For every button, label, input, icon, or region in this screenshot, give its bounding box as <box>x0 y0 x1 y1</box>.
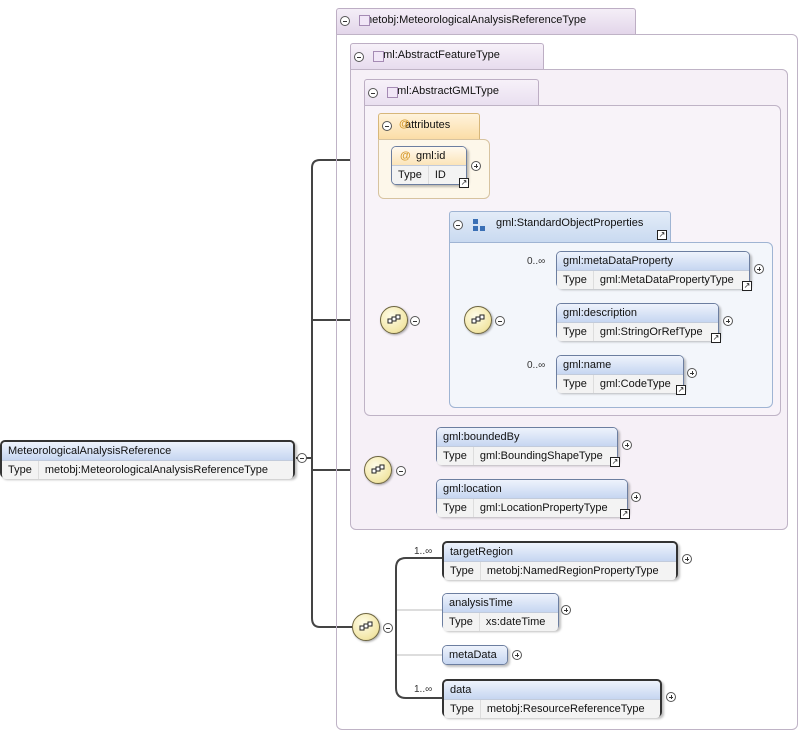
type-value: gml:StringOrRefType <box>599 326 703 338</box>
expand-button[interactable] <box>471 161 481 171</box>
type-key: Type <box>557 323 594 341</box>
element-gml-name[interactable]: gml:name Type gml:CodeType <box>556 355 684 393</box>
cardinality-label: 1..∞ <box>414 684 433 695</box>
link-arrow-icon[interactable]: ↗ <box>657 230 667 240</box>
link-arrow-icon[interactable]: ↗ <box>676 385 686 395</box>
collapse-button[interactable] <box>382 121 392 131</box>
complex-type-label: gml:AbstractGMLType <box>391 85 499 97</box>
attribute-gml-id[interactable]: gml:id Type ID <box>391 146 467 185</box>
element-name: metaData <box>449 649 497 661</box>
element-name: analysisTime <box>449 597 513 609</box>
expand-button[interactable] <box>622 440 632 450</box>
root-element[interactable]: MeteorologicalAnalysisReference Type meto… <box>0 440 295 479</box>
expand-button[interactable] <box>666 692 676 702</box>
link-arrow-icon[interactable]: ↗ <box>620 509 630 519</box>
attributes-label: attributes <box>405 119 451 131</box>
complex-type-header-outer[interactable]: metobj:MeteorologicalAnalysisReferenceTy… <box>336 8 636 34</box>
element-name: MeteorologicalAnalysisReference <box>8 445 172 457</box>
attributes-header[interactable]: attributes <box>378 113 480 139</box>
expand-button[interactable] <box>631 492 641 502</box>
collapse-button[interactable] <box>297 453 307 463</box>
type-value: metobj:ResourceReferenceType <box>486 703 645 715</box>
element-data[interactable]: data Type metobj:ResourceReferenceType <box>442 679 662 718</box>
collapse-button[interactable] <box>495 316 505 326</box>
element-name: gml:location <box>443 483 502 495</box>
type-value: gml:LocationPropertyType <box>479 502 608 514</box>
element-name: gml:metaDataProperty <box>563 255 674 267</box>
element-name: gml:description <box>563 307 637 319</box>
type-value: gml:BoundingShapeType <box>479 450 603 462</box>
element-metadata[interactable]: metaData <box>442 645 508 665</box>
group-icon <box>473 219 485 231</box>
cardinality-label: 1..∞ <box>414 546 433 557</box>
complex-type-icon <box>373 51 384 62</box>
type-key: Type <box>444 562 481 580</box>
complex-type-label: metobj:MeteorologicalAnalysisReferenceTy… <box>363 14 587 26</box>
type-key: Type <box>437 447 474 465</box>
collapse-button[interactable] <box>354 52 364 62</box>
collapse-button[interactable] <box>340 16 350 26</box>
attribute-icon: @ <box>399 118 410 130</box>
attribute-icon: @ <box>400 150 411 162</box>
element-gml-metadataproperty[interactable]: gml:metaDataProperty Type gml:MetaDataPro… <box>556 251 750 289</box>
expand-button[interactable] <box>687 368 697 378</box>
attribute-name: gml:id <box>416 150 446 162</box>
element-name: gml:boundedBy <box>443 431 520 443</box>
group-label: gml:StandardObjectProperties <box>496 217 644 229</box>
cardinality-label: 0..∞ <box>527 256 546 267</box>
expand-button[interactable] <box>682 554 692 564</box>
link-arrow-icon[interactable]: ↗ <box>742 281 752 291</box>
type-key: Type <box>557 375 594 393</box>
type-value: gml:MetaDataPropertyType <box>599 274 734 286</box>
complex-type-header-gml[interactable]: gml:AbstractGMLType <box>364 79 539 105</box>
element-name: targetRegion <box>450 546 513 558</box>
complex-type-header-feature[interactable]: gml:AbstractFeatureType <box>350 43 544 69</box>
element-gml-boundedby[interactable]: gml:boundedBy Type gml:BoundingShapeType <box>436 427 618 465</box>
cardinality-label: 0..∞ <box>527 360 546 371</box>
link-arrow-icon[interactable]: ↗ <box>610 457 620 467</box>
type-key: Type <box>392 166 429 184</box>
complex-type-icon <box>359 15 370 26</box>
complex-type-label: gml:AbstractFeatureType <box>377 49 500 61</box>
expand-button[interactable] <box>723 316 733 326</box>
type-key: Type <box>444 700 481 718</box>
link-arrow-icon[interactable]: ↗ <box>711 333 721 343</box>
element-gml-description[interactable]: gml:description Type gml:StringOrRefType <box>556 303 719 341</box>
sequence-compositor-icon[interactable] <box>352 613 380 641</box>
element-analysistime[interactable]: analysisTime Type xs:dateTime <box>442 593 559 631</box>
link-arrow-icon[interactable]: ↗ <box>459 178 469 188</box>
expand-button[interactable] <box>561 605 571 615</box>
element-targetregion[interactable]: targetRegion Type metobj:NamedRegionPrope… <box>442 541 678 580</box>
type-key: Type <box>557 271 594 289</box>
sequence-compositor-icon[interactable] <box>380 306 408 334</box>
collapse-button[interactable] <box>383 623 393 633</box>
complex-type-icon <box>387 87 398 98</box>
collapse-button[interactable] <box>453 220 463 230</box>
type-key: Type <box>437 499 474 517</box>
sequence-compositor-icon[interactable] <box>464 306 492 334</box>
element-name: data <box>450 684 472 696</box>
type-value: gml:CodeType <box>599 378 671 390</box>
sequence-compositor-icon[interactable] <box>364 456 392 484</box>
group-header[interactable]: gml:StandardObjectProperties <box>449 211 671 243</box>
type-value: ID <box>434 169 446 181</box>
type-key: Type <box>2 461 39 479</box>
type-key: Type <box>443 613 480 631</box>
collapse-button[interactable] <box>410 316 420 326</box>
type-value: metobj:MeteorologicalAnalysisReferenceTy… <box>44 464 269 476</box>
element-gml-location[interactable]: gml:location Type gml:LocationPropertyTyp… <box>436 479 628 517</box>
type-value: xs:dateTime <box>485 616 546 628</box>
type-value: metobj:NamedRegionPropertyType <box>486 565 659 577</box>
collapse-button[interactable] <box>396 466 406 476</box>
expand-button[interactable] <box>754 264 764 274</box>
element-name: gml:name <box>563 359 612 371</box>
expand-button[interactable] <box>512 650 522 660</box>
collapse-button[interactable] <box>368 88 378 98</box>
